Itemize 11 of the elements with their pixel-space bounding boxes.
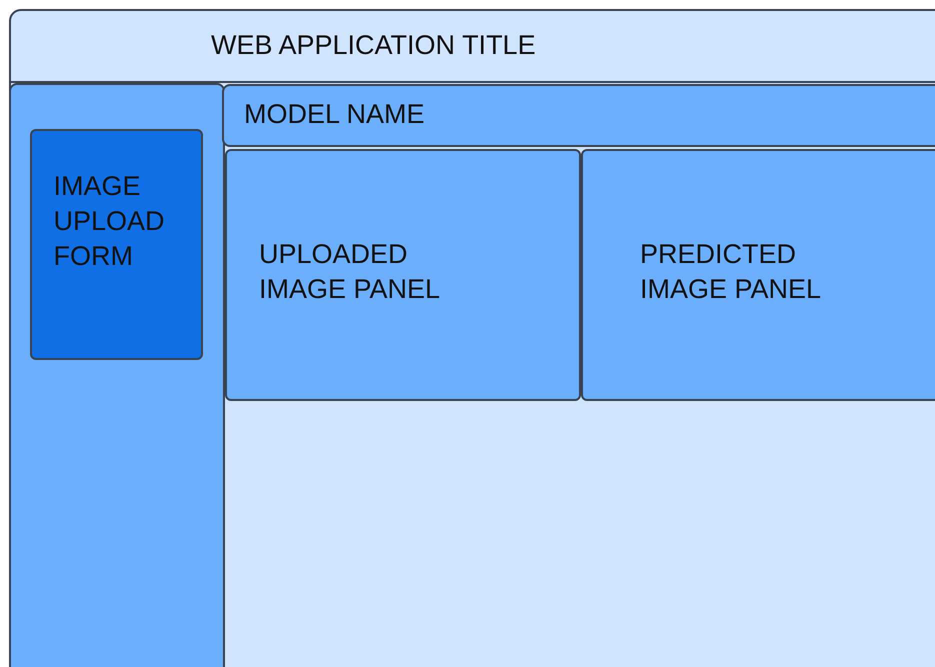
panel-label: MODEL NAME <box>244 98 426 131</box>
panel-box <box>222 84 935 147</box>
panel-label: PREDICTED IMAGE PANEL <box>640 238 822 306</box>
app-window-frame <box>9 9 935 667</box>
panel-box <box>225 149 581 401</box>
panel-label: IMAGE UPLOAD FORM <box>54 170 166 273</box>
panel-box <box>581 149 935 401</box>
app-title: WEB APPLICATION TITLE <box>211 29 537 62</box>
sidebar-panel <box>8 83 224 667</box>
panel-label: UPLOADED IMAGE PANEL <box>259 238 442 306</box>
form-box <box>30 129 202 360</box>
